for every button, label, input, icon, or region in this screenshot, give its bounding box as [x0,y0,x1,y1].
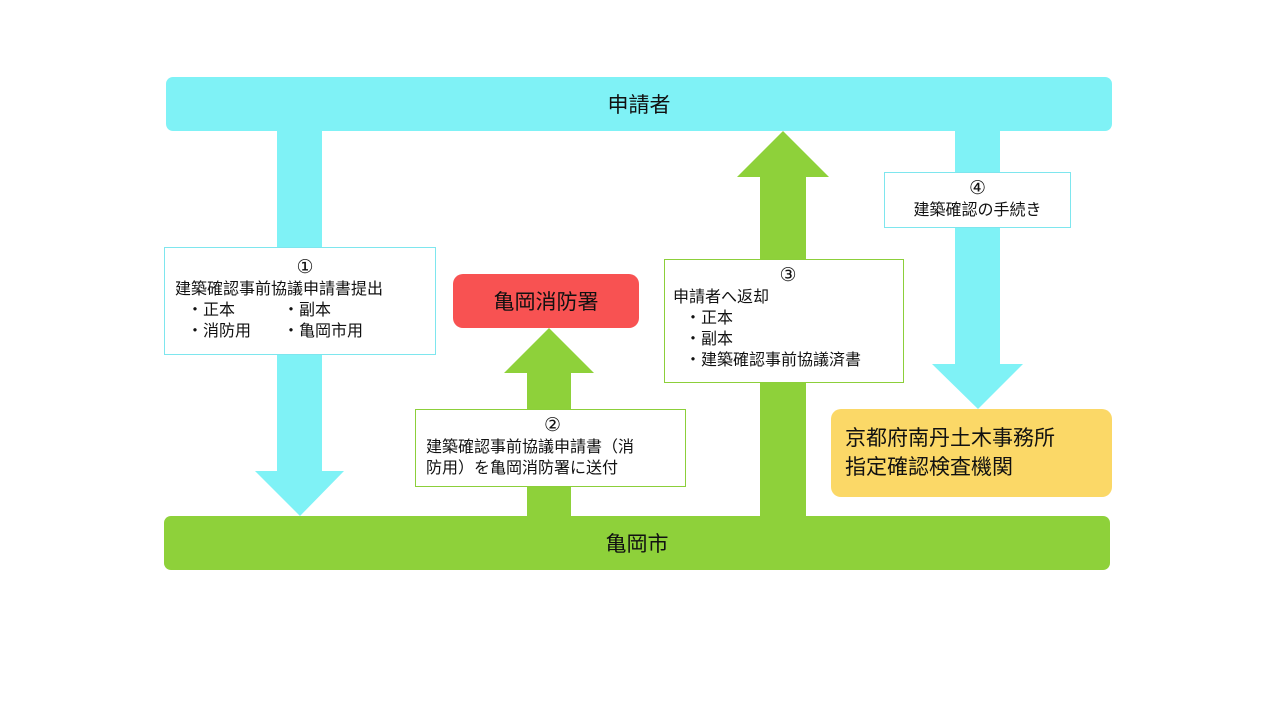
fire-department-box: 亀岡消防署 [453,274,639,328]
step-3-number: ③ [779,264,797,286]
step-2-line: 防用）を亀岡消防署に送付 [426,458,619,477]
city-bar: 亀岡市 [164,516,1110,570]
step-4-number: ④ [968,177,987,199]
step-1-item: ・亀岡市用 [283,321,364,340]
step-1-number: ① [296,256,314,278]
prefecture-line-2: 指定確認検査機関 [845,455,1013,479]
step-1-items-row-2: ・消防用 ・亀岡市用 [175,320,435,341]
prefecture-box: 京都府南丹土木事務所 指定確認検査機関 [831,409,1112,497]
step-3-item: ・副本 [685,329,734,348]
applicant-bar: 申請者 [166,77,1112,131]
city-label: 亀岡市 [605,532,669,556]
arrow-applicant-to-prefecture [932,131,1023,409]
step-4-title: 建築確認の手続き [913,200,1042,219]
step-3-item: ・正本 [685,308,734,327]
step-3-note: ③ 申請者へ返却 ・正本 ・副本 ・建築確認事前協議済書 [664,259,904,383]
step-2-number: ② [543,414,562,436]
step-1-item: ・消防用 [187,321,252,340]
prefecture-line-1: 京都府南丹土木事務所 [845,426,1055,450]
step-3-item: ・建築確認事前協議済書 [685,350,862,369]
step-4-note: ④ 建築確認の手続き [884,172,1071,228]
step-1-items-row-1: ・正本 ・副本 [175,299,435,320]
step-2-note: ② 建築確認事前協議申請書（消 防用）を亀岡消防署に送付 [415,409,686,487]
step-2-line: 建築確認事前協議申請書（消 [426,437,635,456]
step-1-note: ① 建築確認事前協議申請書提出 ・正本 ・副本 ・消防用 ・亀岡市用 [164,247,436,355]
applicant-label: 申請者 [607,93,671,117]
step-1-title: 建築確認事前協議申請書提出 [175,279,384,298]
step-3-title: 申請者へ返却 [673,287,770,306]
fire-department-label: 亀岡消防署 [493,290,599,314]
step-1-item: ・正本 [187,300,236,319]
step-1-item: ・副本 [283,300,332,319]
